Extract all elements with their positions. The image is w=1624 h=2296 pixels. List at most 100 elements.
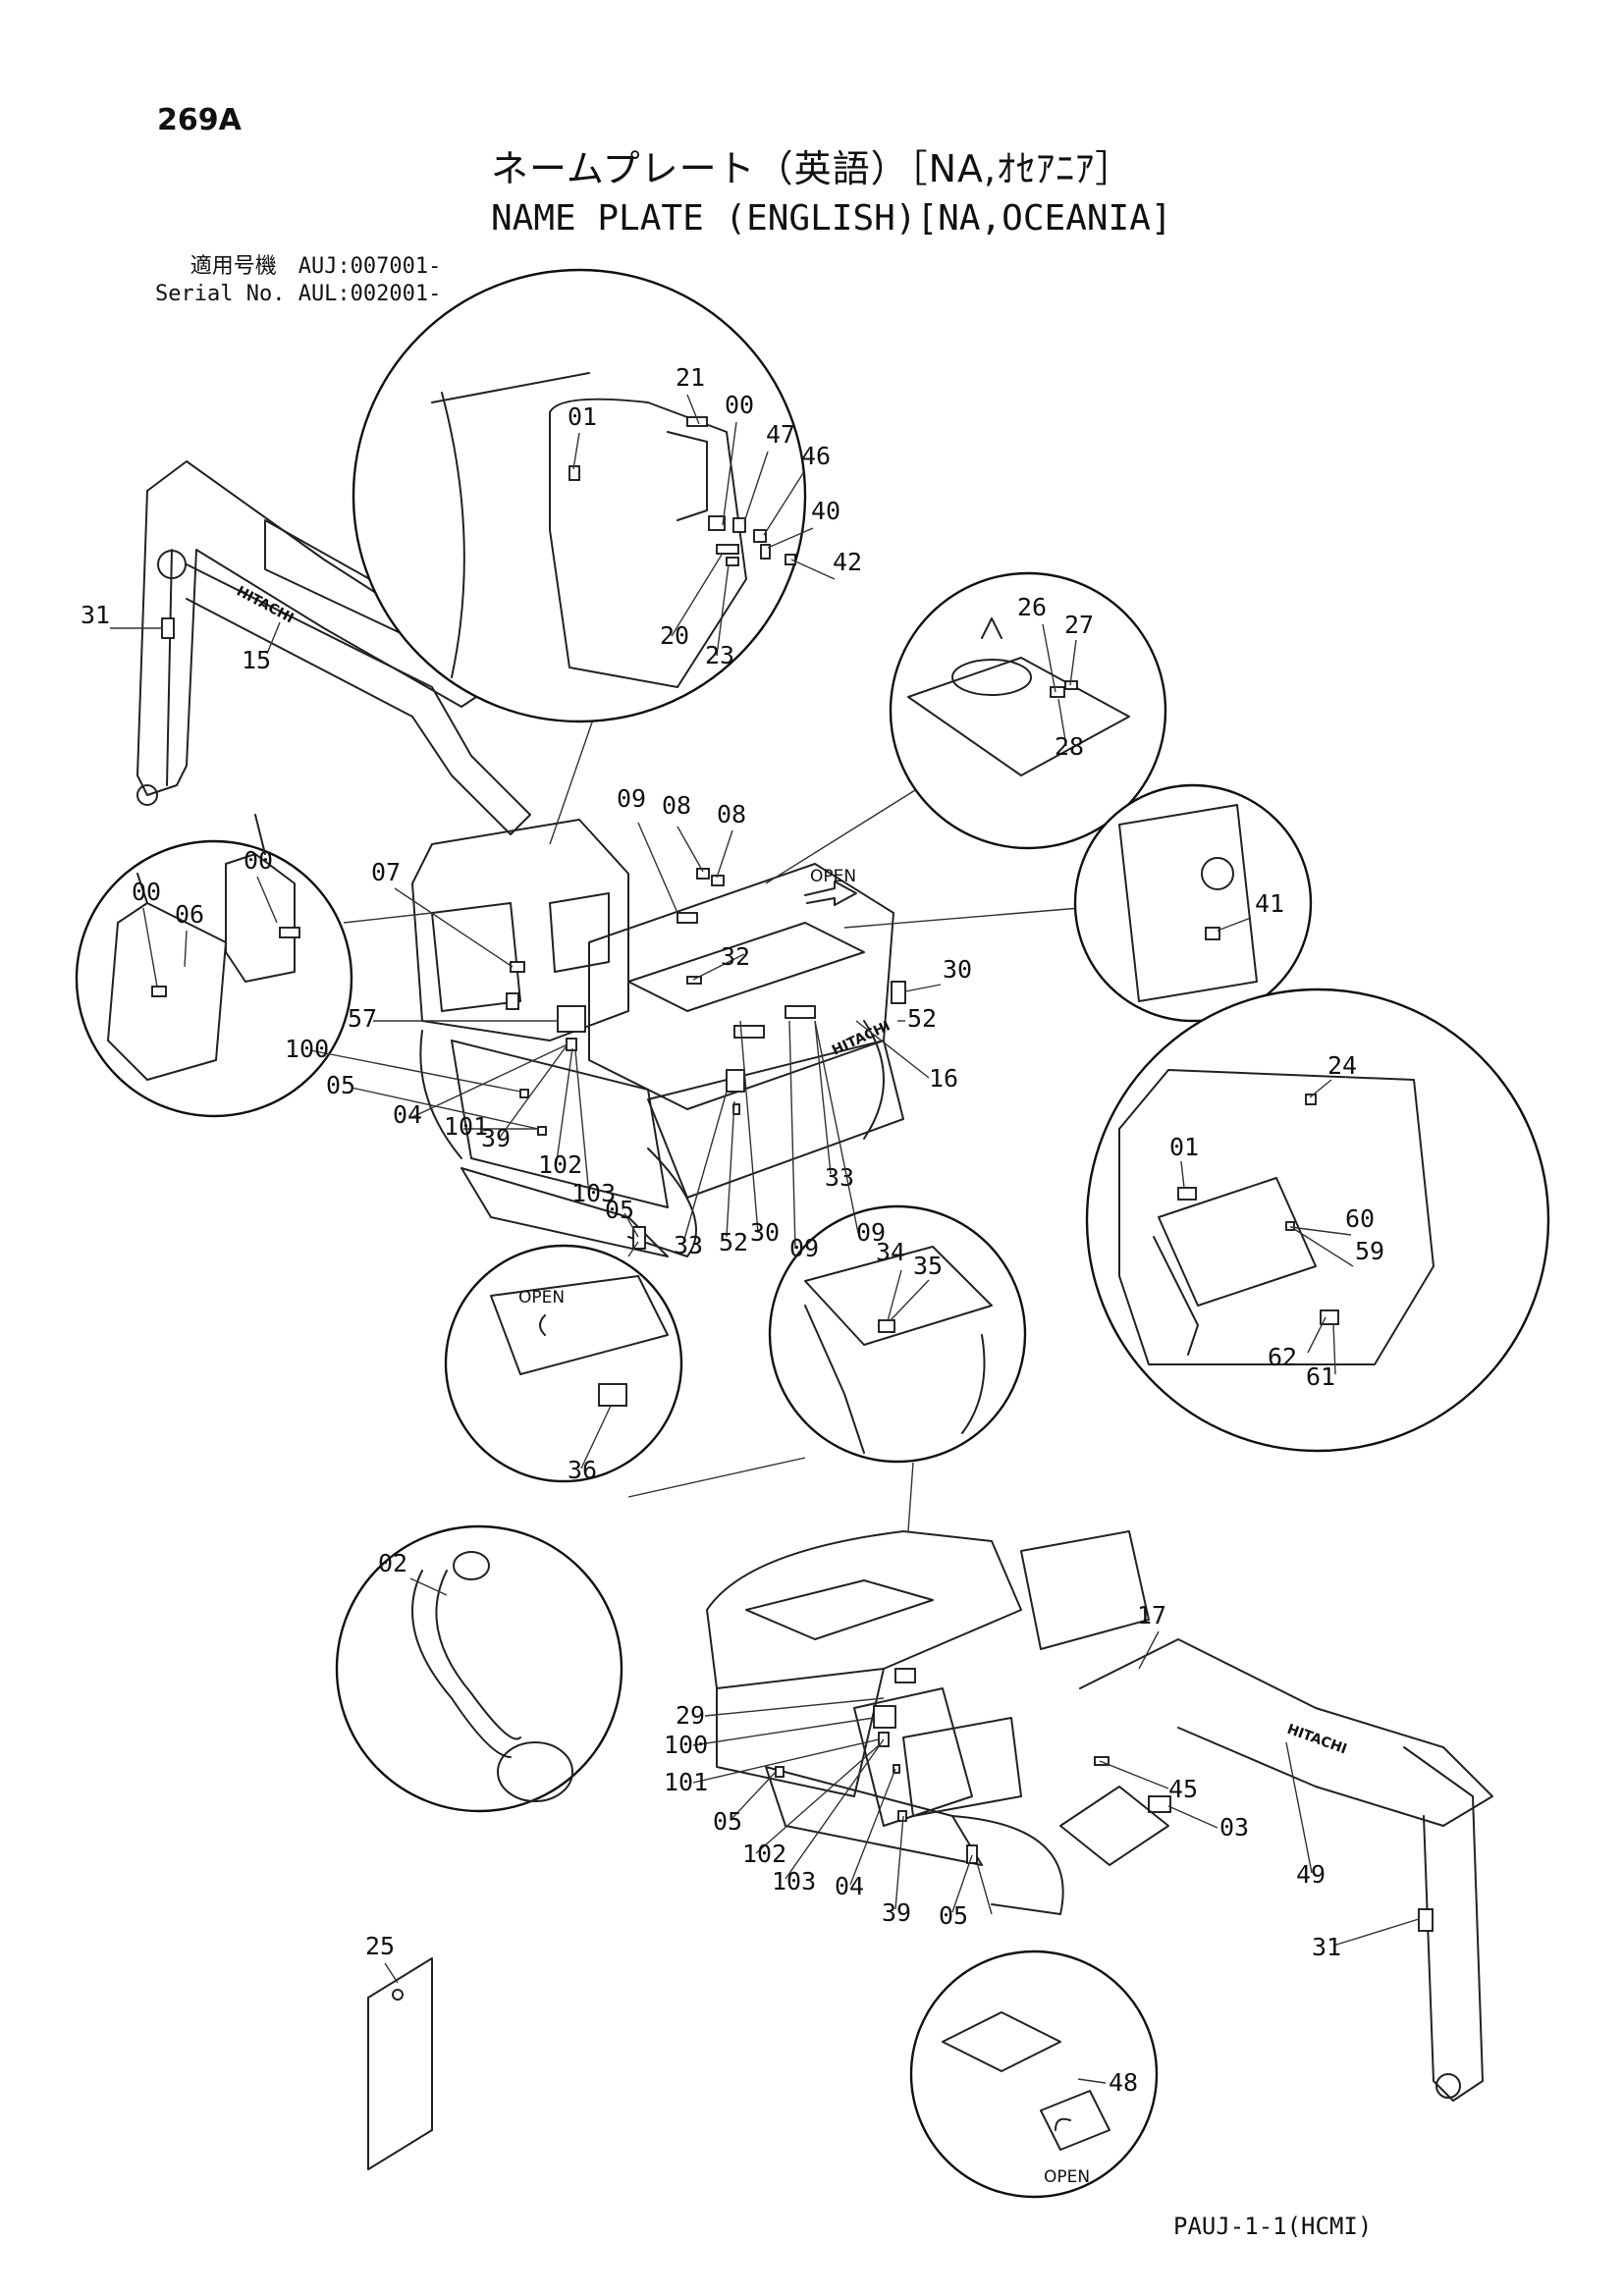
callout-number: 15 (242, 646, 271, 674)
callout-number: 31 (1312, 1933, 1341, 1961)
callout-number: 100 (664, 1731, 708, 1759)
callout-number: 27 (1064, 611, 1094, 639)
leader-line (1293, 1228, 1354, 1267)
callout-number: 17 (1137, 1601, 1166, 1629)
leader-line (849, 1768, 896, 1886)
callout-number: 05 (326, 1071, 355, 1099)
leader-line (1289, 1226, 1352, 1236)
open-label-door: OPEN (518, 1288, 565, 1308)
leader-line (580, 1405, 612, 1469)
leader-line (682, 1091, 728, 1244)
callout-number: 20 (660, 621, 689, 650)
callout-number: 39 (481, 1124, 511, 1152)
leader-line (1332, 1918, 1420, 1947)
callout-number: 05 (605, 1196, 634, 1224)
leader-line (716, 829, 733, 879)
callout-number: 101 (664, 1768, 708, 1796)
callout-number: 40 (811, 497, 840, 525)
leader-line (951, 1854, 973, 1913)
callout-number: 61 (1306, 1362, 1335, 1391)
leader-line (1180, 1160, 1185, 1189)
leader-line (384, 1962, 399, 1984)
leader-line (743, 451, 769, 523)
leader-line (704, 1697, 885, 1717)
callout-number: 62 (1268, 1343, 1297, 1371)
leader-line (1099, 1760, 1169, 1789)
callout-number: 04 (835, 1872, 864, 1900)
leader-line (1309, 1079, 1332, 1098)
leader-line (1057, 698, 1067, 747)
callout-number: 00 (132, 878, 161, 906)
callout-labels: 2100014746404220230000062627284124016059… (81, 363, 1420, 2097)
callout-number: 103 (772, 1867, 816, 1896)
detail-air-hose (335, 1457, 806, 1813)
callout-number: 100 (285, 1035, 329, 1063)
leader-line (692, 1738, 880, 1784)
callout-number: 24 (1327, 1051, 1357, 1080)
callout-number: 09 (617, 784, 646, 813)
leader-line (894, 1815, 904, 1910)
callout-number: 00 (725, 391, 754, 419)
callout-number: 39 (882, 1898, 911, 1927)
page-number: 269A (157, 103, 242, 137)
callout-number: 07 (371, 858, 401, 886)
callout-number: 52 (907, 1004, 937, 1033)
callout-number: 02 (378, 1549, 407, 1577)
leader-line (755, 1744, 880, 1854)
callout-number: 21 (676, 363, 705, 392)
callout-number: 45 (1168, 1775, 1198, 1803)
leader-line (574, 1049, 590, 1197)
callout-number: 52 (719, 1228, 748, 1256)
leader-line (394, 887, 514, 968)
leader-line (889, 1279, 930, 1322)
callout-number: 09 (789, 1234, 819, 1262)
callout-number: 30 (943, 955, 972, 984)
callout-number: 23 (705, 641, 734, 669)
leader-line (904, 984, 942, 992)
callout-number: 06 (175, 900, 204, 929)
footer-code: PAUJ-1-1(HCMI) (1173, 2213, 1373, 2240)
detail-operator-seat (1085, 988, 1550, 1453)
leader-line (1069, 639, 1077, 686)
detail-swing-pump (765, 571, 1167, 884)
leader-line (309, 1049, 521, 1093)
callout-number: 33 (674, 1231, 703, 1259)
detail-side-door: OPEN (444, 1241, 683, 1483)
title-english: NAME PLATE (ENGLISH)[NA,OCEANIA] (491, 198, 1172, 239)
callout-number: 16 (929, 1064, 958, 1093)
leader-line (716, 563, 730, 657)
brand-boom-rear: HITACHI (1285, 1722, 1349, 1758)
callout-number: 30 (750, 1218, 780, 1247)
callout-number: 00 (244, 846, 273, 875)
leader-line (855, 1020, 930, 1079)
callout-number: 103 (571, 1179, 616, 1207)
leader-line (763, 472, 804, 536)
leader-line (814, 1020, 859, 1234)
callout-number: 05 (713, 1807, 742, 1836)
title-japanese: ネームプレート（英語）［NA,ｵｾｱﾆｱ］ (491, 147, 1134, 190)
leader-line (887, 1269, 902, 1322)
tag-plate (367, 1957, 433, 2170)
detail-battery-box (768, 1204, 1027, 1532)
callout-number: 60 (1345, 1204, 1375, 1233)
open-label-step: OPEN (1044, 2167, 1090, 2187)
leader-line (1332, 1322, 1336, 1375)
callout-number: 36 (568, 1456, 597, 1484)
leader-line (692, 1717, 875, 1746)
callout-number: 09 (856, 1218, 886, 1247)
leader-line (790, 559, 836, 580)
callout-number: 08 (717, 800, 746, 828)
callout-number: 08 (662, 791, 691, 820)
callout-number: 102 (742, 1840, 786, 1868)
callout-number: 26 (1017, 593, 1047, 621)
rear-upper-structure (706, 1530, 1171, 1915)
leader-line (1077, 2078, 1107, 2084)
callout-number: 35 (913, 1252, 943, 1280)
leader-line (785, 1738, 885, 1880)
detail-step: OPEN (909, 1844, 1159, 2199)
callout-number: 102 (538, 1150, 582, 1179)
leader-line (498, 1043, 568, 1140)
leader-line (256, 876, 278, 924)
leader-line (1042, 623, 1056, 693)
